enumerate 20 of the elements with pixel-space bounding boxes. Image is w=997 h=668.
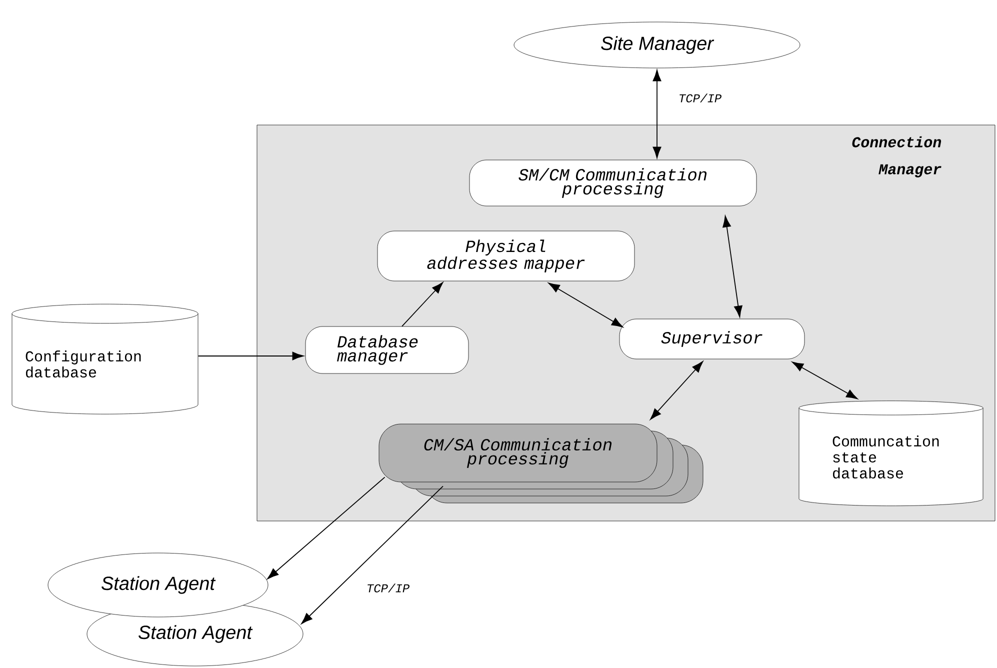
process-box: CM/SA Communication processing <box>378 424 704 504</box>
database-cylinder: Configuration database <box>12 304 198 414</box>
arrow <box>198 352 304 360</box>
database-cylinder: Communcation state database <box>798 400 984 506</box>
arrow <box>548 282 624 328</box>
process-box: Supervisor <box>619 318 805 360</box>
arrow <box>652 70 662 158</box>
process-box: Physical addresses mapper <box>377 230 635 282</box>
edge-label: TCP/IP <box>368 584 410 592</box>
ellipse-node: Station Agent <box>48 552 268 618</box>
arrow <box>722 216 742 318</box>
ellipse-node: Site Manager <box>514 22 800 68</box>
arrow <box>792 362 858 400</box>
arrow <box>650 361 704 420</box>
arrow <box>301 486 444 624</box>
arrow <box>402 282 444 327</box>
arrow <box>267 476 386 580</box>
edge-label: TCP/IP <box>680 94 722 102</box>
process-box: Database manager <box>305 326 469 374</box>
process-box: SM/CM Communication processing <box>469 160 757 206</box>
